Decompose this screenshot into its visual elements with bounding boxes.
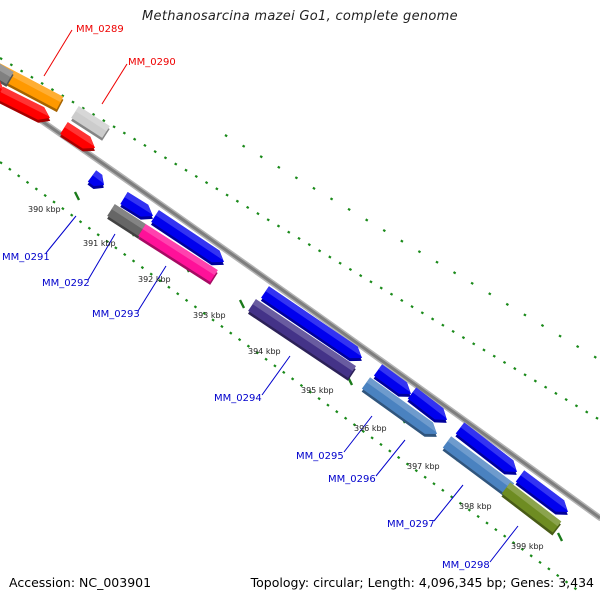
leader-mm-0289 (43, 29, 73, 77)
kbp-labels: 390 kbp 391 kbp 392 kbp 393 kbp 394 kbp … (28, 205, 544, 551)
kbp-tick (556, 532, 564, 542)
gene-labels: MM_0289 MM_0290 MM_0291 MM_0292 MM_0293 … (2, 24, 490, 571)
leader-lines (43, 29, 519, 563)
kbp-label: 390 kbp (28, 205, 61, 214)
leader-mm-0294 (261, 355, 291, 396)
kbp-label: 397 kbp (407, 462, 440, 471)
gene-arrow-upstream-red[interactable] (0, 86, 54, 127)
gene-arrow-blue-c[interactable] (260, 286, 368, 366)
leader-mm-0290 (101, 63, 128, 105)
gene-arrow-blue-e[interactable] (406, 387, 452, 428)
kbp-label: 394 kbp (248, 347, 281, 356)
genes (0, 53, 573, 536)
gene-label-mm-0294[interactable]: MM_0294 (214, 393, 262, 404)
dotted-tracks (0, 57, 600, 593)
kbp-tick (73, 191, 81, 201)
kbp-label: 392 kbp (138, 275, 171, 284)
gene-arrow-mm-0298[interactable] (514, 470, 573, 520)
gene-label-mm-0297[interactable]: MM_0297 (387, 519, 435, 530)
genome-backbone (0, 89, 600, 521)
gene-arrow-mm-0297[interactable] (441, 436, 515, 498)
gene-arrow-blue-f[interactable] (454, 422, 522, 480)
kbp-label: 396 kbp (354, 424, 387, 433)
leader-mm-0293 (137, 265, 167, 312)
gene-arrow-mm-0293[interactable] (137, 224, 219, 285)
accession-text: Accession: NC_003901 (9, 575, 152, 590)
gene-label-mm-0296[interactable]: MM_0296 (328, 474, 376, 485)
gene-label-mm-0293[interactable]: MM_0293 (92, 309, 140, 320)
gene-label-mm-0290[interactable]: MM_0290 (128, 57, 176, 68)
gene-label-mm-0295[interactable]: MM_0295 (296, 451, 344, 462)
leader-mm-0297 (433, 484, 464, 522)
leader-mm-0295 (343, 415, 373, 453)
leader-mm-0292 (87, 233, 116, 281)
kbp-tick (238, 299, 246, 309)
gene-arrow-upstream-grey[interactable] (0, 53, 15, 87)
genome-title: Methanosarcina mazei Go1, complete genom… (142, 9, 458, 24)
gene-label-mm-0292[interactable]: MM_0292 (42, 278, 90, 289)
kbp-label: 398 kbp (459, 502, 492, 511)
gene-label-mm-0289[interactable]: MM_0289 (76, 24, 124, 35)
kbp-label: 391 kbp (83, 239, 116, 248)
gene-arrow-blue-d[interactable] (372, 364, 416, 402)
gene-arrow-mm-0291[interactable] (86, 170, 109, 193)
gene-arrow-mm-0294[interactable] (247, 299, 357, 381)
leader-mm-0291 (45, 215, 77, 254)
gene-label-mm-0298[interactable]: MM_0298 (442, 560, 490, 571)
leader-mm-0296 (375, 439, 406, 477)
gene-arrow-mm-0292[interactable] (106, 204, 147, 239)
gene-arrow-red-small[interactable] (59, 122, 100, 157)
gene-arrow-olive[interactable] (500, 482, 562, 536)
gene-arrow-blue-a[interactable] (119, 192, 158, 225)
gene-arrow-mm-0290[interactable] (70, 106, 111, 141)
inner-track-dots (0, 161, 581, 593)
outer-track-dots (0, 57, 600, 421)
gene-arrow-mm-0295[interactable] (360, 377, 442, 442)
gene-label-mm-0291[interactable]: MM_0291 (2, 252, 50, 263)
kbp-label: 393 kbp (193, 311, 226, 320)
genome-summary-text: Topology: circular; Length: 4,096,345 bp… (250, 575, 594, 590)
gene-arrow-blue-b[interactable] (150, 210, 229, 271)
kbp-label: 395 kbp (301, 386, 334, 395)
leader-mm-0298 (489, 525, 519, 563)
kbp-label: 399 kbp (511, 542, 544, 551)
